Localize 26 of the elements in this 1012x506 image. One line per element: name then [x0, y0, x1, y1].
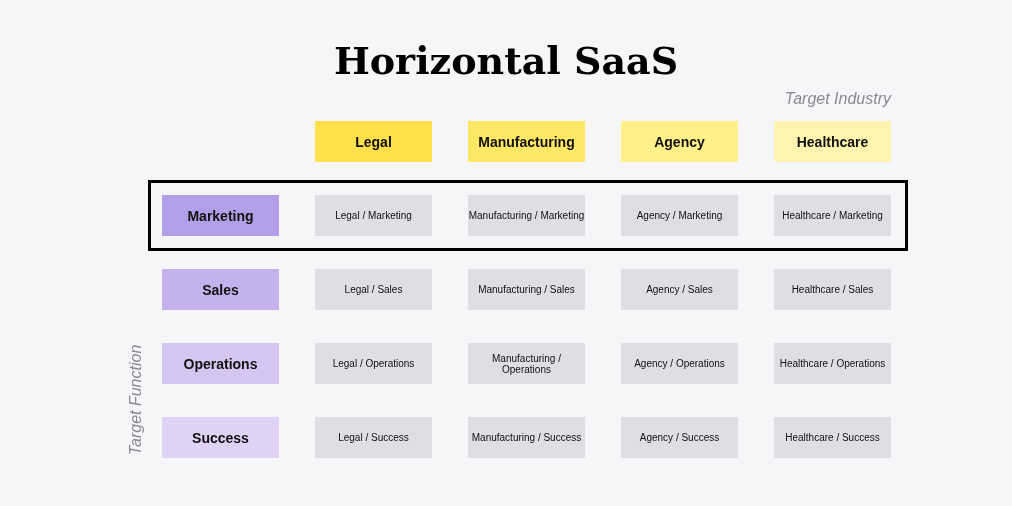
matrix-cell: Healthcare / Marketing: [774, 195, 891, 236]
matrix-cell: Agency / Operations: [621, 343, 738, 384]
matrix-cell: Manufacturing / Operations: [468, 343, 585, 384]
row-header: Sales: [162, 269, 279, 310]
column-header: Healthcare: [774, 121, 891, 162]
matrix-cell: Agency / Marketing: [621, 195, 738, 236]
row-header: Operations: [162, 343, 279, 384]
column-header: Agency: [621, 121, 738, 162]
matrix-cell: Legal / Success: [315, 417, 432, 458]
column-header: Legal: [315, 121, 432, 162]
matrix-cell: Agency / Success: [621, 417, 738, 458]
matrix-cell: Legal / Sales: [315, 269, 432, 310]
matrix-cell: Healthcare / Success: [774, 417, 891, 458]
matrix-cell: Manufacturing / Marketing: [468, 195, 585, 236]
matrix-cell: Agency / Sales: [621, 269, 738, 310]
column-header: Manufacturing: [468, 121, 585, 162]
row-header: Success: [162, 417, 279, 458]
matrix-cell: Legal / Operations: [315, 343, 432, 384]
title: Horizontal SaaS: [332, 38, 680, 83]
matrix-cell: Healthcare / Sales: [774, 269, 891, 310]
matrix-cell: Healthcare / Operations: [774, 343, 891, 384]
matrix-cell: Legal / Marketing: [315, 195, 432, 236]
row-header: Marketing: [162, 195, 279, 236]
matrix-cell: Manufacturing / Success: [468, 417, 585, 458]
axis-label: Target Function: [127, 344, 145, 456]
matrix-cell: Manufacturing / Sales: [468, 269, 585, 310]
